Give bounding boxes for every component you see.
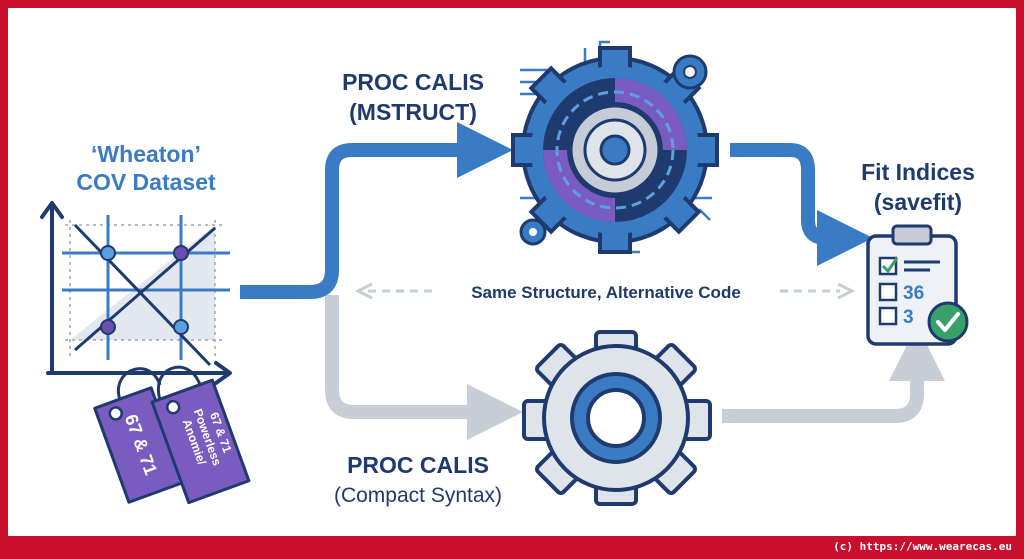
proc-bottom-line2: (Compact Syntax) [334, 484, 502, 507]
fit-title-line1: Fit Indices [861, 159, 975, 185]
proc-mstruct-label: PROC CALIS (MSTRUCT) [342, 69, 484, 125]
compact-gear-icon [522, 330, 712, 506]
equivalence-label: Same Structure, Alternative Code [471, 283, 741, 302]
fit-indices-title: Fit Indices (savefit) [861, 159, 975, 215]
fit-title-line2: (savefit) [874, 189, 962, 215]
clipboard-value-1: 36 [903, 283, 924, 304]
scatter-plot-icon [40, 201, 232, 385]
flow-arrow-bottom-out [722, 325, 945, 423]
flow-arrow-top-out [730, 143, 873, 266]
footer-credit[interactable]: (c) https://www.wearecas.eu [833, 540, 1012, 553]
dataset-title: ‘Wheaton’ COV Dataset [76, 141, 216, 195]
proc-compact-label: PROC CALIS (Compact Syntax) [334, 452, 502, 507]
tag-icon-2: Anomie/ Powerless 67 & 71 [150, 365, 251, 505]
equivalence-arrow: Same Structure, Alternative Code [354, 282, 856, 302]
clipboard-icon: 36 3 [866, 224, 969, 346]
proc-bottom-line1: PROC CALIS [347, 452, 489, 478]
tag-icon-1: 67 & 71 [93, 367, 187, 504]
footer-bar [0, 537, 1024, 559]
checkbox-icon [878, 256, 898, 276]
flow-arrow-top [240, 122, 513, 299]
flow-arrow-bottom [325, 295, 523, 440]
proc-top-line1: PROC CALIS [342, 69, 484, 95]
proc-top-line2: (MSTRUCT) [349, 99, 477, 125]
clipboard-value-2: 3 [903, 307, 914, 328]
dataset-title-line1: ‘Wheaton’ [91, 141, 201, 167]
dataset-title-line2: COV Dataset [76, 169, 216, 195]
mstruct-gear-icon [511, 40, 719, 254]
checkmark-icon [927, 301, 969, 343]
